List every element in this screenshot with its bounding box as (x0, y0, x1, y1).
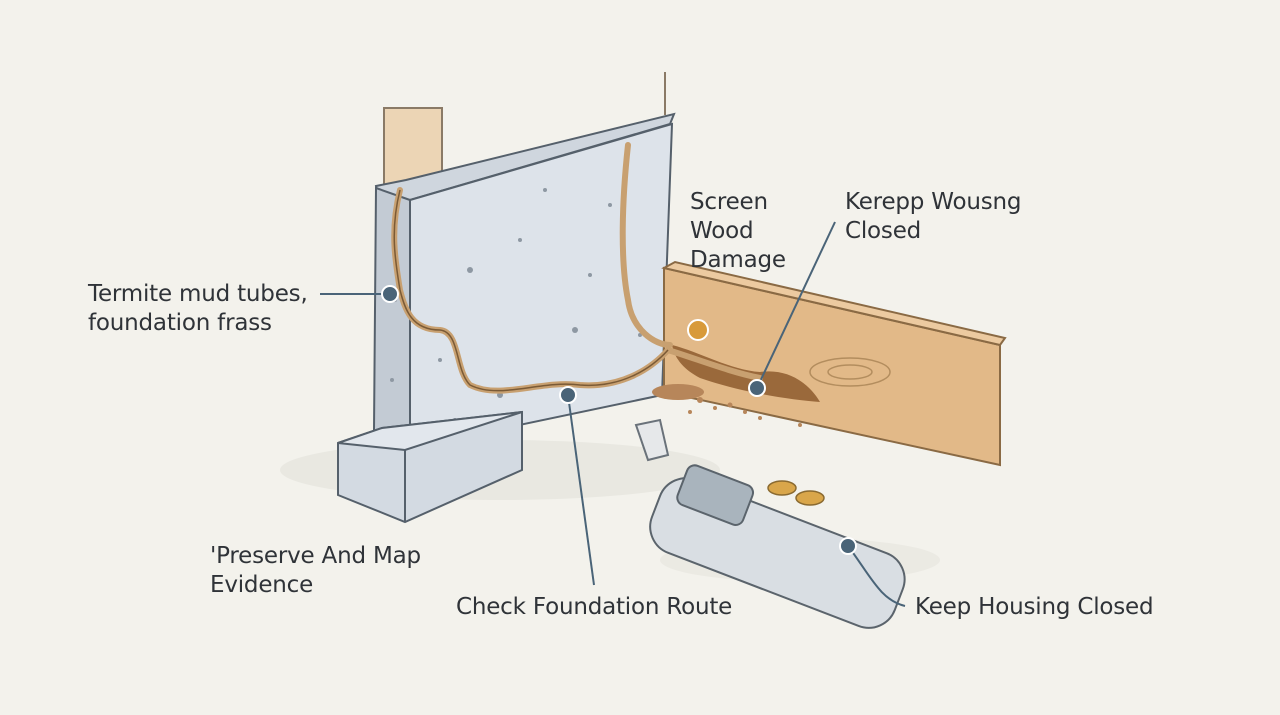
check-foundation-route-label: Check Foundation Route (456, 593, 732, 622)
termite-mud-tubes-label: Termite mud tubes, foundation frass (88, 280, 308, 338)
kerepp-wousng-label: Kerepp Wousng Closed (845, 188, 1022, 246)
screen-label-line1: Screen (690, 189, 768, 215)
frass-pile (652, 384, 802, 427)
callout-dots (381, 285, 857, 555)
termite-label-line1: Termite mud tubes, (88, 281, 308, 307)
kerepp-label-line1: Kerepp Wousng (845, 189, 1022, 215)
foundation-route-marker (559, 386, 577, 404)
concrete-footing (337, 410, 523, 524)
kerepp-label-line2: Closed (845, 218, 922, 244)
screen-wood-damage-label: Screen Wood Damage (690, 188, 786, 275)
preserve-evidence-label: 'Preserve And Map Evidence (210, 542, 421, 600)
preserve-label-line1: 'Preserve And Map (210, 543, 421, 569)
moisture-meter (634, 418, 906, 629)
check-route-text: Check Foundation Route (456, 594, 733, 620)
meter-marker (839, 537, 857, 555)
preserve-label-line2: Evidence (210, 572, 314, 598)
termite-label-line2: foundation frass (88, 310, 272, 336)
wood-damage-marker (687, 319, 709, 341)
keep-housing-text: Keep Housing Closed (915, 594, 1154, 620)
keep-housing-closed-label: Keep Housing Closed (915, 593, 1154, 622)
screen-label-line3: Damage (690, 247, 786, 273)
screen-label-line2: Wood (690, 218, 754, 244)
housing-marker (748, 379, 766, 397)
mud-tube-marker (381, 285, 399, 303)
leader-lines (320, 221, 906, 607)
